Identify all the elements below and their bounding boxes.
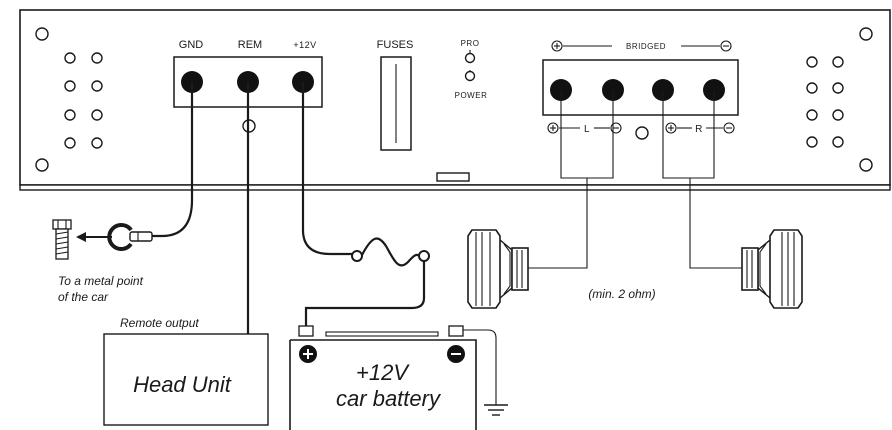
- mounting-hole: [859, 158, 873, 172]
- head-unit-label: Head Unit: [133, 372, 232, 397]
- ground-note-line1: To a metal point: [58, 274, 144, 288]
- ring-terminal-icon: [107, 223, 153, 251]
- gnd-label: GND: [179, 39, 204, 51]
- right-channel-bracket: [662, 90, 715, 179]
- ground-wire: [150, 82, 194, 238]
- amplifier-panel: [19, 9, 891, 186]
- left-vent-holes: [64, 52, 103, 149]
- head-unit-box: [103, 333, 269, 426]
- amplifier-base: [19, 184, 891, 191]
- bridged-plus-icon: [551, 40, 563, 52]
- mounting-holes: [35, 27, 873, 172]
- pro-label: PRO: [461, 39, 480, 48]
- inline-fuse: [361, 237, 420, 267]
- arrow-left-icon: [76, 232, 112, 242]
- right-speaker-wire: [689, 178, 745, 269]
- ground-bolt-assembly: To a metal point of the car: [52, 219, 153, 304]
- inline-fuse-right: [418, 250, 430, 262]
- right-minus-icon: [723, 122, 735, 134]
- battery-ground-wire: [456, 329, 497, 405]
- left-plus-icon: [547, 122, 559, 134]
- right-vent-holes: [806, 56, 844, 148]
- left-speaker-magnet: [511, 247, 529, 291]
- battery-case: [289, 339, 477, 430]
- speaker-block-screw: [635, 126, 649, 140]
- left-speaker-rim: [467, 229, 501, 309]
- rem-label: REM: [238, 39, 262, 51]
- amplifier: GND REM +12V FUSES PRO POWER: [19, 9, 891, 191]
- battery-positive-wire: [304, 261, 426, 328]
- bridged-label: BRIDGED: [626, 42, 666, 51]
- inline-fuse-left: [351, 250, 363, 262]
- battery-voltage: +12V: [356, 360, 410, 385]
- battery-negative-post: [448, 325, 464, 337]
- speaker-impedance-note: (min. 2 ohm): [588, 287, 655, 301]
- right-speaker-rim: [769, 229, 803, 309]
- battery-positive-post: [298, 325, 314, 337]
- left-speaker: [467, 229, 529, 309]
- plus12v-label: +12V: [293, 40, 316, 50]
- remote-output-label: Remote output: [120, 316, 199, 330]
- bolt-icon: [52, 219, 72, 260]
- status-indicator: PRO POWER: [455, 39, 488, 100]
- right-channel-label: R: [695, 124, 703, 135]
- head-unit: Remote output Head Unit: [103, 316, 269, 426]
- panel-slot: [436, 172, 470, 182]
- wiring: [150, 82, 745, 405]
- left-minus-icon: [610, 122, 622, 134]
- right-plus-icon: [665, 122, 677, 134]
- mounting-hole: [859, 27, 873, 41]
- right-speaker-magnet: [741, 247, 759, 291]
- left-speaker-wire: [528, 178, 588, 269]
- bridged-minus-icon: [720, 40, 732, 52]
- mounting-hole: [35, 27, 49, 41]
- fuse-holder: FUSES: [377, 39, 414, 151]
- ground-note-line2: of the car: [58, 290, 109, 304]
- ground-symbol-icon: [484, 404, 508, 416]
- power-label: POWER: [455, 91, 488, 100]
- left-channel-label: L: [584, 124, 590, 135]
- battery-label: car battery: [336, 386, 442, 411]
- mounting-hole: [35, 158, 49, 172]
- fuses-label: FUSES: [377, 39, 414, 51]
- right-speaker: [741, 229, 803, 309]
- battery: +12V car battery: [289, 325, 477, 430]
- power-wire: [301, 82, 352, 256]
